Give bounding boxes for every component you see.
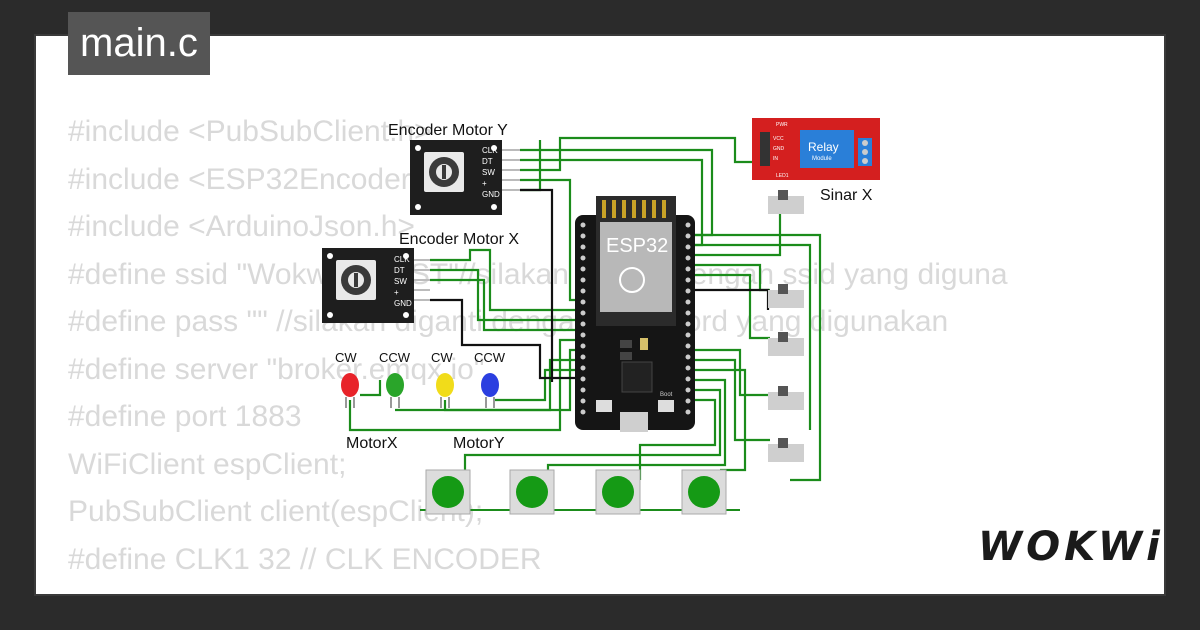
encoder-x-label: Encoder Motor X [399, 231, 519, 248]
pin-label: GND [394, 299, 412, 308]
led-body [341, 373, 359, 397]
led-yellow[interactable] [436, 373, 454, 408]
wire [692, 348, 770, 397]
esp32-label: ESP32 [606, 235, 668, 257]
wire [692, 288, 770, 310]
wire [692, 233, 822, 482]
encoder-y-label: Encoder Motor Y [388, 122, 508, 139]
encoder-y[interactable]: CLK DT SW + GND Encoder Motor Y [388, 122, 520, 215]
wire [348, 338, 585, 432]
pin-label: + [482, 179, 487, 188]
relay-module[interactable]: Relay Module VCC GND IN PWR LED1 [752, 118, 880, 180]
pin-label: GND [482, 190, 500, 199]
wire [692, 263, 770, 292]
slide-switch[interactable] [768, 332, 804, 356]
wire [463, 388, 722, 470]
wire [520, 188, 554, 382]
code-line: #define port 1883 [68, 400, 302, 433]
sinar-x-label: Sinar X [820, 187, 873, 204]
slide-switch[interactable] [768, 386, 804, 410]
wire [692, 243, 812, 430]
pin-label: DT [394, 266, 405, 275]
pin-label: CLK [482, 146, 498, 155]
wire [692, 368, 747, 472]
wire [360, 380, 382, 397]
wire [443, 358, 585, 412]
wire [495, 368, 585, 402]
wire [692, 210, 782, 257]
led-green[interactable] [386, 373, 404, 408]
relay-side-label: LED1 [776, 173, 789, 179]
code-preview: #include <PubSubClient.h> #include <ESP32… [68, 108, 1008, 594]
led-blue[interactable] [481, 373, 499, 408]
led-label: CW [335, 350, 357, 365]
code-line: #define server "broker.emqx.io" [68, 352, 485, 386]
leds: CW CCW CW CCW MotorX MotorY [335, 350, 506, 452]
code-line: #define DT1 33 // DT ENCODER [68, 583, 1008, 594]
motor-y-label: MotorY [453, 435, 505, 452]
push-button-3[interactable] [595, 469, 641, 515]
slide-switch[interactable] [768, 284, 804, 308]
encoder-x[interactable]: CLK DT SW + GND Encoder Motor X [322, 231, 519, 323]
code-line: #include <ArduinoJson.h> [68, 210, 415, 243]
led-body [386, 373, 404, 397]
pin-label: DT [482, 157, 493, 166]
push-button-2[interactable] [509, 469, 555, 515]
wokwi-logo: WOKWi [978, 524, 1164, 570]
code-line: #include <ESP32Encoder.h> [68, 162, 452, 196]
wire [430, 278, 585, 332]
wire [430, 268, 585, 322]
led-red[interactable] [341, 373, 359, 408]
wire [430, 248, 585, 312]
pin-label: CLK [394, 255, 410, 264]
pin-label: + [394, 288, 399, 297]
relay-pin-label: VCC [773, 136, 784, 142]
slide-switch[interactable] [768, 438, 804, 462]
relay-label: Relay [808, 140, 839, 154]
code-line: WiFiClient espClient; [68, 447, 347, 481]
relay-sub-label: Module [812, 156, 832, 162]
wires [348, 136, 822, 511]
boot-label: Boot [660, 392, 673, 398]
motor-x-label: MotorX [346, 435, 398, 452]
led-label: CCW [379, 350, 411, 365]
led-label: CW [431, 350, 453, 365]
push-button-4[interactable] [681, 469, 727, 515]
wire [520, 140, 542, 192]
wire [430, 298, 585, 380]
code-line: #include <PubSubClient.h> [68, 115, 432, 148]
wire [520, 136, 768, 172]
pin-label: SW [394, 277, 407, 286]
relay-side-label: PWR [776, 122, 788, 128]
led-body [436, 373, 454, 397]
wire [692, 273, 770, 340]
file-tab[interactable]: main.c [68, 12, 210, 75]
espressif-icon [619, 267, 645, 293]
wire [638, 398, 717, 480]
code-line: #define CLK1 32 // CLK ENCODER [68, 542, 542, 576]
slide-switch-sinar[interactable] [768, 190, 804, 214]
esp32-board[interactable]: ESP32 Boot [575, 196, 695, 432]
push-buttons [425, 469, 727, 515]
pin-label: SW [482, 168, 495, 177]
slide-switches: Sinar X [768, 187, 873, 462]
push-button-1[interactable] [425, 469, 471, 515]
relay-pin-label: GND [773, 146, 785, 152]
led-label: CCW [474, 350, 506, 365]
led-body [481, 373, 499, 397]
wire [692, 358, 770, 442]
relay-pin-label: IN [773, 156, 778, 162]
